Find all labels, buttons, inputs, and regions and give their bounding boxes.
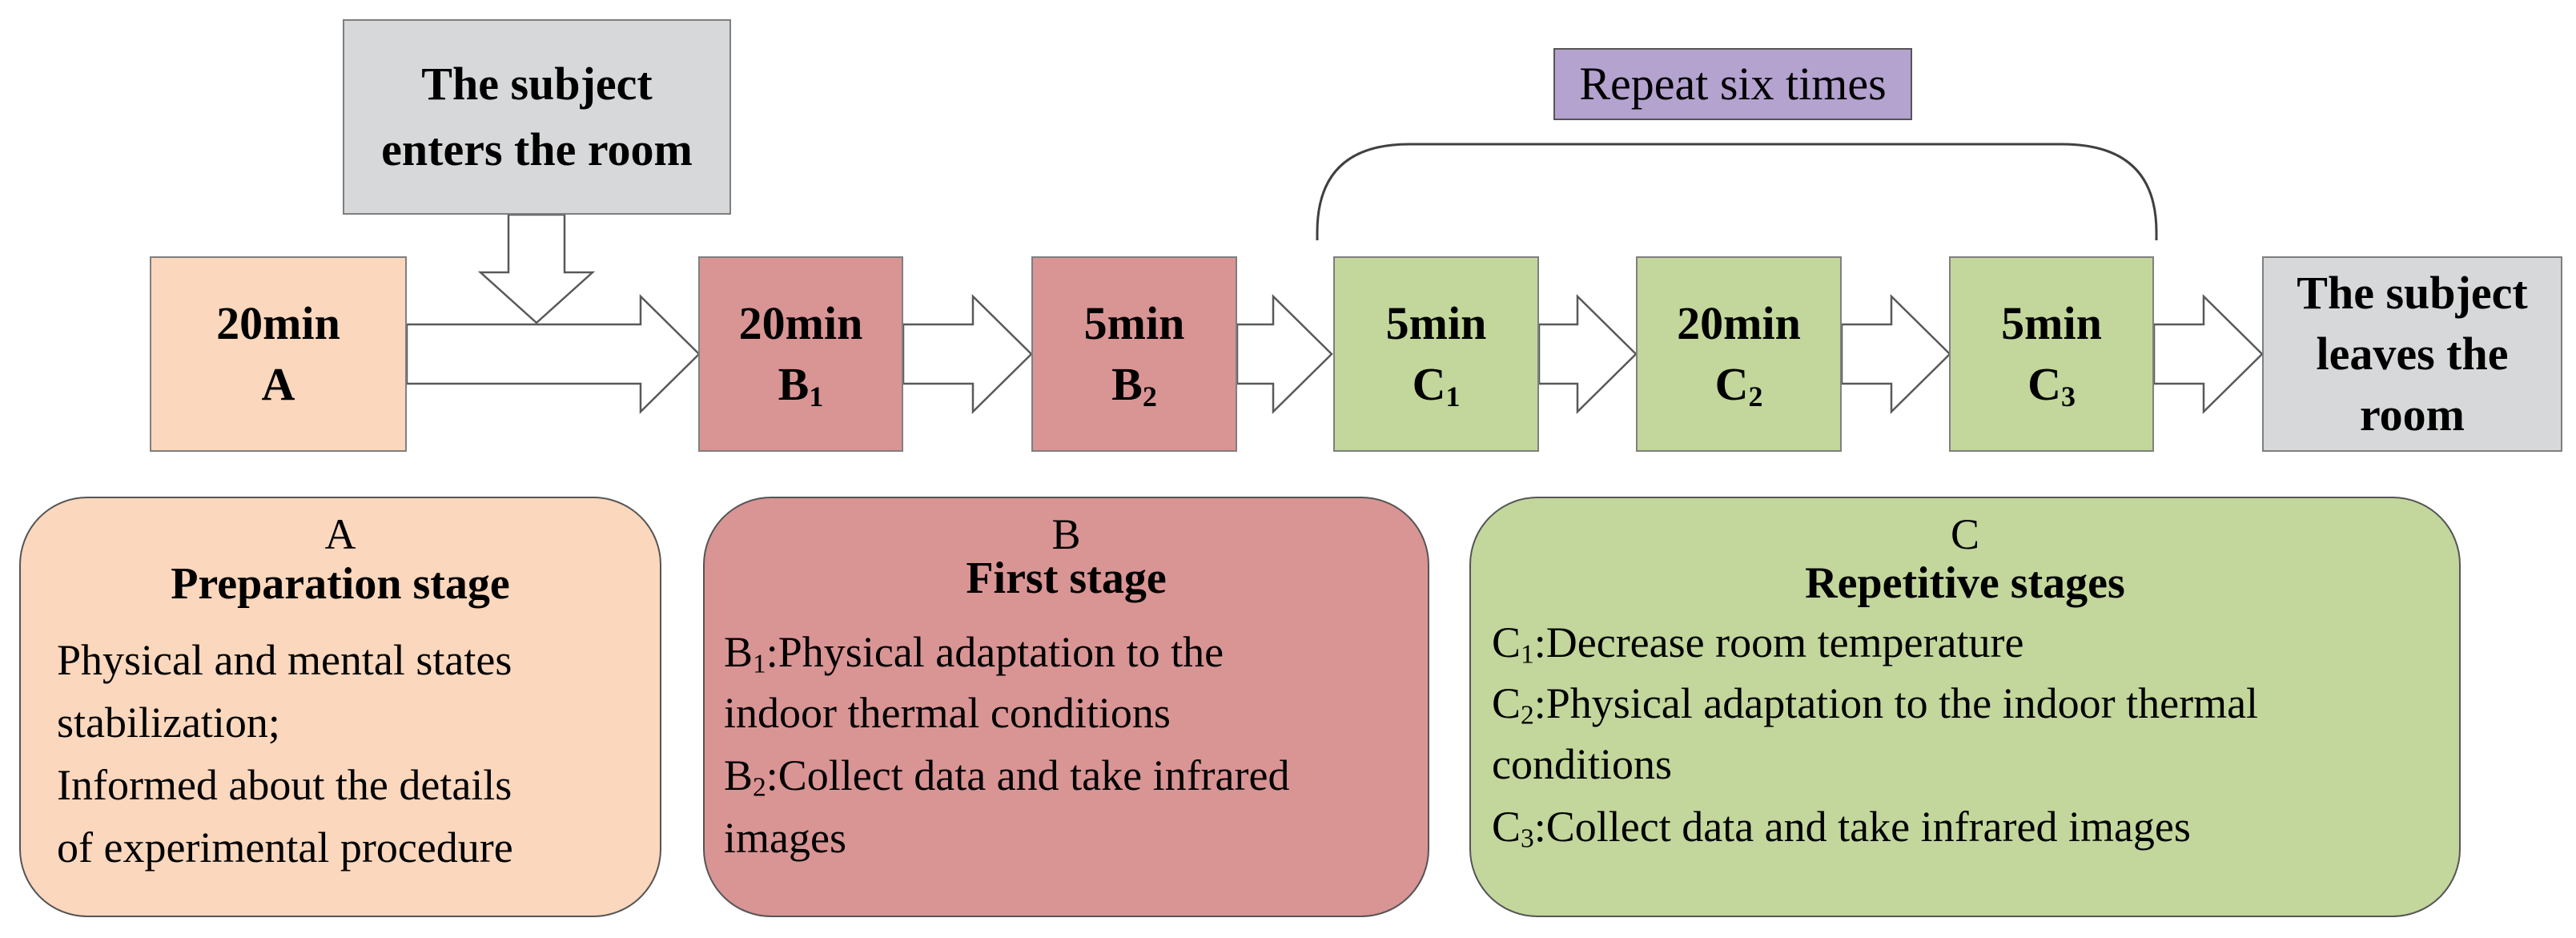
box-c1-letter: C <box>1412 358 1446 410</box>
subject-leaves-line2: leaves the <box>2316 328 2509 380</box>
repeat-bracket <box>1316 143 2158 240</box>
panel-c-item1-text: :Decrease room temperature <box>1533 618 2024 666</box>
box-b2-time: 5min <box>1083 297 1185 349</box>
panel-c-letter: C <box>1950 510 1980 558</box>
box-c2-sub: 2 <box>1748 380 1763 413</box>
box-c3-letter: C <box>2027 358 2061 410</box>
panel-c-item1-sub: 1 <box>1521 639 1534 670</box>
box-c2: 20min C2 <box>1636 256 1842 452</box>
panel-b-item2-cont: images <box>724 814 846 862</box>
panel-b-item1-cont: indoor thermal conditions <box>724 689 1171 737</box>
box-c1-time: 5min <box>1385 297 1487 349</box>
panel-c-item2-sub: 2 <box>1521 700 1534 731</box>
panel-c-item1-prefix: C <box>1492 618 1521 666</box>
panel-c-item3-sub: 3 <box>1521 823 1534 854</box>
panel-b-letter: B <box>1051 510 1081 558</box>
box-c1-label: C1 <box>1413 354 1461 415</box>
panel-b-item1-sub: 1 <box>753 649 766 679</box>
panel-c-item3-text: :Collect data and take infrared images <box>1533 803 2191 851</box>
box-a-time: 20min <box>216 297 340 349</box>
down-arrow <box>477 213 596 324</box>
panel-a-title: Preparation stage <box>171 559 510 609</box>
box-b1-time: 20min <box>738 297 863 349</box>
panel-b-item2-sub: 2 <box>753 772 766 803</box>
repeat-label: Repeat six times <box>1553 48 1912 120</box>
box-b2-letter: B <box>1111 358 1143 410</box>
subject-enters-box: The subject enters the room <box>343 19 731 215</box>
panel-b-item2-prefix: B <box>724 751 754 799</box>
panel-c: C Repetitive stages C1:Decrease room tem… <box>1469 497 2461 917</box>
arrow-a-to-b1 <box>405 294 701 414</box>
box-a-label: A <box>262 354 295 415</box>
panel-a-line4: of experimental procedure <box>57 823 513 872</box>
box-c3-sub: 3 <box>2060 380 2076 413</box>
panel-c-item2: C2:Physical adaptation to the indoor the… <box>1492 679 2259 731</box>
box-b2: 5min B2 <box>1031 256 1237 452</box>
panel-c-item1: C1:Decrease room temperature <box>1492 618 2024 670</box>
arrow-c2-to-c3 <box>1840 294 1951 414</box>
box-c1-sub: 1 <box>1445 380 1461 413</box>
box-c3-time: 5min <box>2001 297 2102 349</box>
panel-c-item3: C3:Collect data and take infrared images <box>1492 803 2191 854</box>
box-c1: 5min C1 <box>1333 256 1539 452</box>
arrow-b2-to-c1 <box>1236 294 1333 414</box>
subject-enters-line1: The subject <box>421 58 653 110</box>
box-c2-letter: C <box>1714 358 1749 410</box>
arrow-b1-to-b2 <box>902 294 1033 414</box>
box-b2-sub: 2 <box>1142 380 1157 413</box>
subject-leaves-box: The subject leaves the room <box>2262 256 2562 452</box>
box-c3: 5min C3 <box>1949 256 2154 452</box>
box-b1-letter: B <box>778 358 810 410</box>
panel-b-item2-text: :Collect data and take infrared <box>766 751 1290 799</box>
subject-enters-line2: enters the room <box>381 123 693 175</box>
box-b1-sub: 1 <box>809 380 824 413</box>
box-c3-label: C3 <box>2027 354 2076 415</box>
box-a-letter: A <box>261 358 295 410</box>
arrow-c1-to-c2 <box>1537 294 1638 414</box>
arrow-c3-to-end <box>2152 294 2264 414</box>
panel-b-title: First stage <box>966 554 1167 603</box>
box-c2-time: 20min <box>1677 297 1801 349</box>
panel-c-item2-text: :Physical adaptation to the indoor therm… <box>1533 679 2259 727</box>
panel-a-line3: Informed about the details <box>57 761 512 809</box>
box-b2-label: B2 <box>1111 354 1157 415</box>
subject-leaves-line3: room <box>2359 388 2465 441</box>
panel-a: A Preparation stage Physical and mental … <box>19 497 661 917</box>
panel-c-item2-cont: conditions <box>1492 740 1672 788</box>
box-b1-label: B1 <box>778 354 824 415</box>
panel-a-line1: Physical and mental states <box>57 636 512 684</box>
panel-c-item2-prefix: C <box>1492 679 1521 727</box>
box-c2-label: C2 <box>1715 354 1763 415</box>
box-a: 20min A <box>150 256 407 452</box>
panel-a-letter: A <box>324 510 356 558</box>
panel-b-item1: B1:Physical adaptation to the <box>724 628 1224 679</box>
panel-b-item1-prefix: B <box>724 628 754 676</box>
panel-b-item1-text: :Physical adaptation to the <box>766 628 1224 676</box>
panel-c-title: Repetitive stages <box>1805 558 2125 608</box>
panel-b-item2: B2:Collect data and take infrared <box>724 751 1290 803</box>
panel-c-item3-prefix: C <box>1492 803 1521 851</box>
panel-b: B First stage B1:Physical adaptation to … <box>703 497 1429 917</box>
box-b1: 20min B1 <box>698 256 903 452</box>
repeat-label-text: Repeat six times <box>1579 58 1887 110</box>
panel-a-line2: stabilization; <box>57 698 280 747</box>
subject-leaves-line1: The subject <box>2297 267 2528 319</box>
